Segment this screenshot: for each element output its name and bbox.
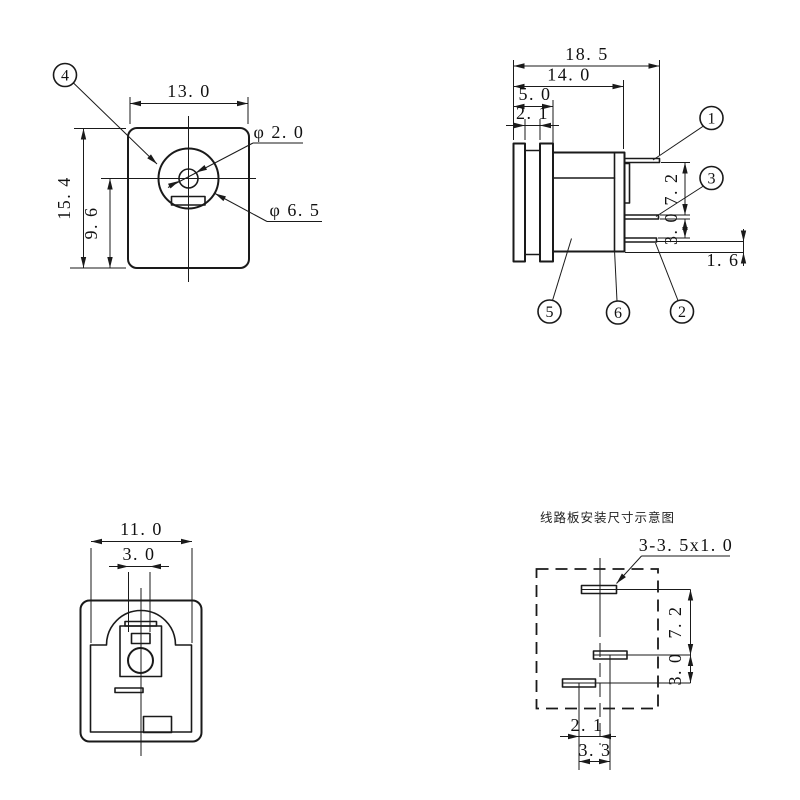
callout-4-label: 4 [61, 68, 69, 85]
bottom-notch [142, 715, 173, 734]
callout-1-badge [699, 105, 724, 131]
callout-4-badge [52, 62, 78, 88]
dim-groove: 2. 1 [516, 103, 549, 123]
dim-total-length: 18. 5 [565, 44, 609, 64]
callout-6-badge [605, 300, 631, 325]
center-pin-circle [178, 168, 199, 189]
side-slot [114, 687, 144, 694]
dim-back-slot-width: 3. 0 [123, 544, 156, 564]
callout-3-label: 3 [708, 171, 716, 188]
dim-pcb-pitch: 3. 3 [579, 740, 612, 760]
callout-3-badge [699, 165, 724, 191]
dim-back-inner-width: 11. 0 [120, 519, 163, 539]
front-flange-plate [512, 142, 526, 263]
dim-front-section: 5. 0 [519, 84, 552, 104]
dim-pin3-pin2: 3. 0 [661, 212, 681, 245]
callout-6-label: 6 [614, 305, 622, 322]
callout-1-label: 1 [708, 111, 716, 128]
side-view: 18. 5 14. 0 5. 0 2. 1 7. 2 3. 0 [506, 44, 747, 325]
dim-pcb-row-span: 7. 2 [665, 606, 685, 639]
dim-pin-diameter: φ 2. 0 [254, 122, 305, 142]
dim-pcb-row-gap: 3. 0 [665, 653, 685, 686]
callout-2-label: 2 [678, 304, 686, 321]
dim-pcb-offset: 2. 1 [571, 715, 604, 735]
barrel-notch [170, 195, 206, 206]
pin-2 [623, 237, 658, 243]
dim-pin1-pin3: 7. 2 [661, 173, 681, 206]
dim-front-height: 15. 4 [54, 176, 74, 220]
dim-barrel-diameter: φ 6. 5 [270, 200, 321, 220]
callout-2-badge [669, 299, 695, 324]
pcb-layout-view: 线路板安装尺寸示意图 3-3. 5x1. 0 7. 2 3. 0 [535, 510, 734, 770]
terminal-boss [623, 162, 631, 204]
barrel-circle [157, 147, 220, 210]
rear-flange-plate [539, 142, 554, 263]
pin-1 [623, 157, 661, 164]
pad-spec-label: 3-3. 5x1. 0 [639, 535, 734, 555]
dim-body-length: 14. 0 [547, 65, 591, 85]
inner-cavity [89, 609, 193, 733]
dim-pin-offset: 1. 6 [707, 250, 740, 270]
pin-3 [623, 214, 660, 220]
back-view: 11. 0 3. 0 [79, 519, 203, 756]
dim-front-width: 13. 0 [167, 81, 211, 101]
dim-front-center-height: 9. 6 [81, 207, 101, 240]
callout-5-badge [537, 299, 562, 324]
pcb-view-title: 线路板安装尺寸示意图 [540, 510, 675, 525]
pcb-board-outline [535, 568, 659, 710]
front-view: 13. 0 15. 4 9. 6 φ 2. 0 φ 6. 5 4 [52, 62, 322, 282]
callout-5-label: 5 [546, 304, 554, 321]
